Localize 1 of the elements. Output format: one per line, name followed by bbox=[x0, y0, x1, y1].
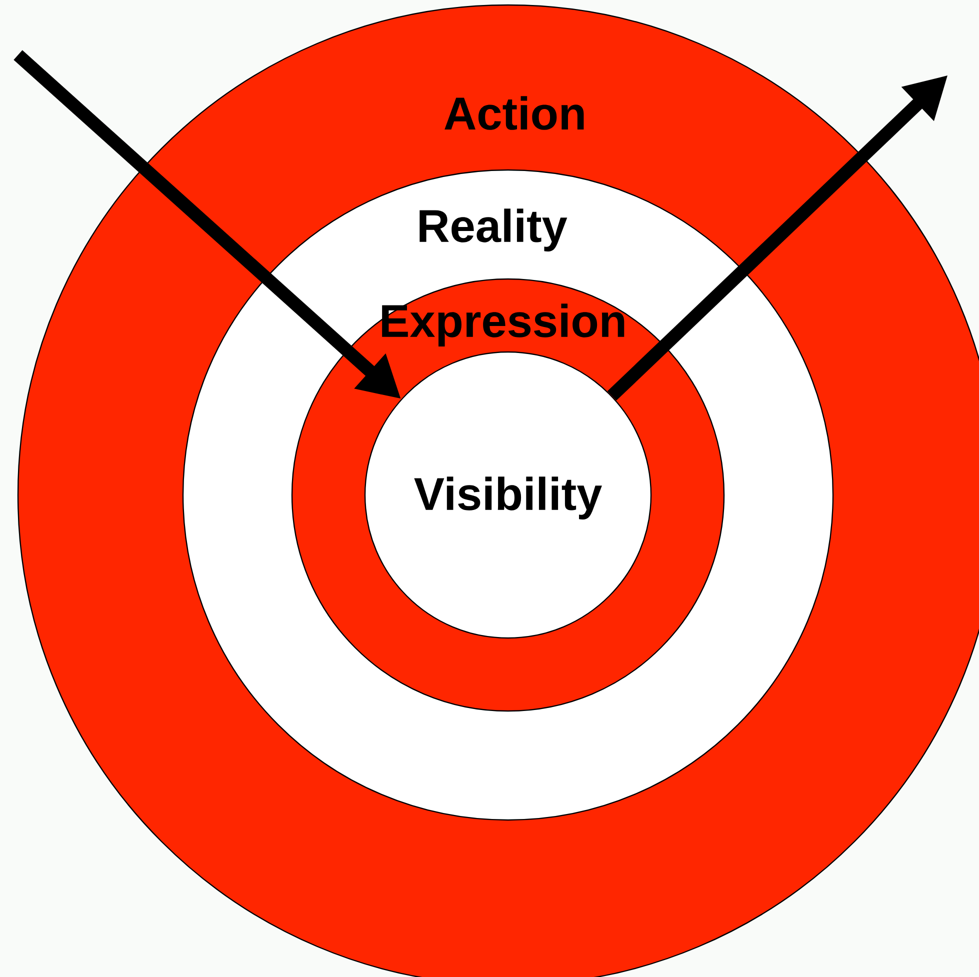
ring: Visibility bbox=[364, 351, 652, 639]
